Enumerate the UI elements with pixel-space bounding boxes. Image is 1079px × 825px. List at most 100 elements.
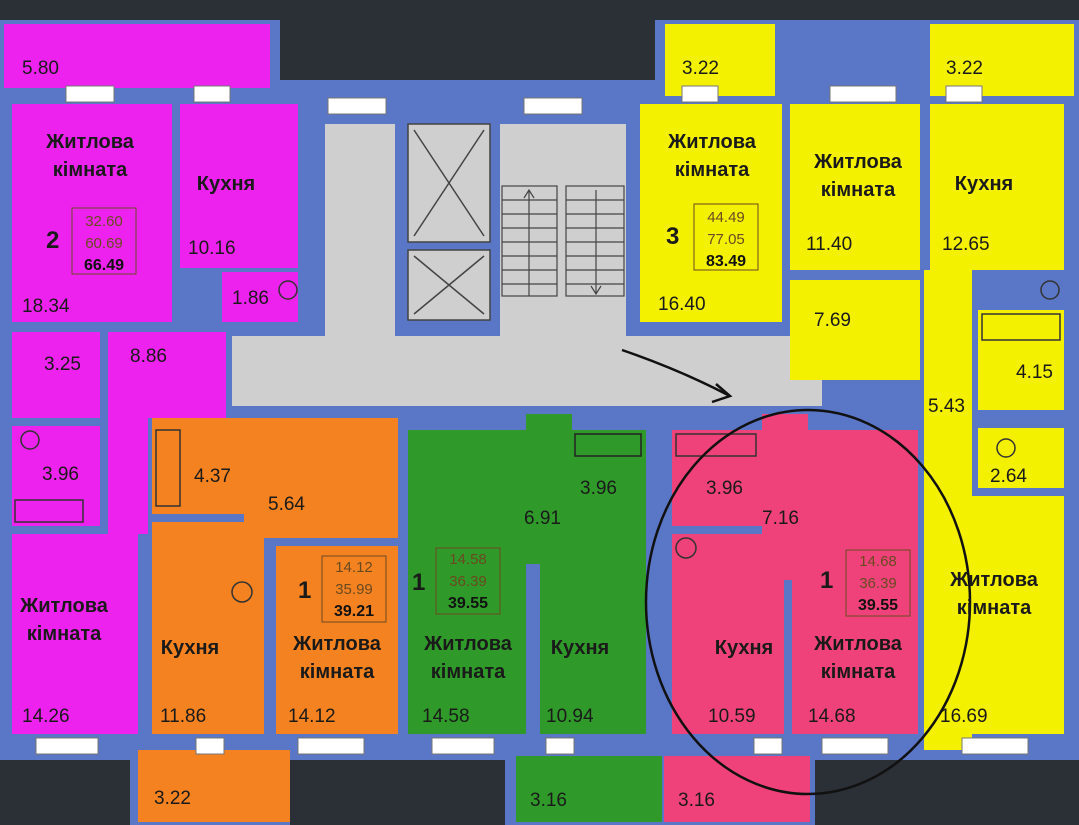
bath-area-1p: 3.96 (706, 478, 743, 499)
living-room-1g (408, 430, 526, 734)
full-area-1p: 39.55 (858, 597, 898, 614)
wc-area-3: 2.64 (990, 466, 1027, 487)
hall-area-2: 8.86 (130, 346, 167, 367)
living-area-box-1o: 14.12 (335, 559, 373, 576)
toilet-icon (20, 430, 40, 450)
kitchen-area-1g: 10.94 (546, 706, 594, 727)
balcony-area-3a: 3.22 (682, 58, 719, 79)
living-room-1p (792, 550, 918, 734)
full-area-1g: 39.55 (448, 595, 488, 612)
full-area-2: 66.49 (84, 257, 124, 274)
kitchen-1p (672, 534, 784, 734)
kitchen-name-1p: Кухня (715, 637, 773, 659)
balcony-3a (665, 24, 775, 96)
balcony-1o (138, 750, 290, 822)
bathtub-icon (981, 313, 1061, 341)
total-area-1g: 36.39 (449, 573, 487, 590)
balcony-area-1o: 3.22 (154, 788, 191, 809)
bathtub-icon (675, 433, 757, 457)
bath-area-3: 4.15 (1016, 362, 1053, 383)
bathtub-icon (14, 499, 84, 523)
bathtub-icon (155, 429, 181, 507)
total-area-3: 77.05 (707, 231, 745, 248)
living-area-box-1g: 14.58 (449, 551, 487, 568)
balcony-1g (516, 756, 662, 822)
living-area-box-1p: 14.68 (859, 553, 897, 570)
wc-2 (12, 426, 100, 526)
kitchen-1o (152, 522, 264, 734)
windows (35, 85, 1029, 755)
total-area-1o: 35.99 (335, 581, 373, 598)
living-area-3c: 16.69 (940, 706, 988, 727)
bathroom-3 (978, 310, 1064, 410)
bathtub-icon (574, 433, 642, 457)
kitchen-1g (540, 530, 646, 734)
total-area-1p: 36.39 (859, 575, 897, 592)
toilet-icon (996, 438, 1016, 458)
wc-area-2: 3.96 (42, 464, 79, 485)
sink-icon (278, 280, 298, 300)
kitchen-name-1g: Кухня (551, 637, 609, 659)
bathroom-1g (572, 430, 646, 530)
hall-area-3: 7.69 (814, 310, 851, 331)
living-area-3a: 16.40 (658, 294, 706, 315)
wc-3 (978, 428, 1064, 488)
staircase (501, 185, 625, 297)
apartment-1-orange[interactable] (138, 418, 398, 822)
apartment-2[interactable] (4, 24, 298, 734)
area-boxes (71, 203, 911, 623)
kitchen-area-1o: 11.86 (160, 706, 206, 727)
living-area-2: 32.60 (85, 213, 123, 230)
full-area-1o: 39.21 (334, 603, 374, 620)
kitchen-name-3: Кухня (955, 173, 1013, 195)
living-room-2b (12, 534, 138, 734)
balcony-area-2: 5.80 (22, 58, 59, 79)
rooms-count-1g: 1 (412, 569, 425, 596)
kitchen-name-1o: Кухня (161, 637, 219, 659)
bath-area-1g: 3.96 (580, 478, 617, 499)
living-area-1p: 14.68 (808, 706, 856, 727)
living-room-3b (790, 104, 920, 270)
hall-3 (790, 280, 920, 380)
sink-icon (231, 581, 253, 603)
hall-area-1g: 6.91 (524, 508, 561, 529)
sink-icon (1040, 280, 1060, 300)
apartment-1-pink[interactable] (664, 414, 918, 822)
total-area-2: 60.69 (85, 235, 123, 252)
kitchen-name-2: Кухня (197, 173, 255, 195)
living-area-3: 44.49 (707, 209, 745, 226)
living-area-2b: 14.26 (22, 706, 70, 727)
balcony-1p (664, 756, 810, 822)
rooms-count-1p: 1 (820, 567, 833, 594)
living-room-1o (276, 546, 398, 734)
kitchen-area-2: 10.16 (188, 238, 236, 259)
closet-2 (12, 332, 100, 418)
kitchen-2 (180, 104, 298, 268)
annotation-circle (644, 408, 972, 796)
common-corridor (232, 123, 822, 406)
bath-area-2: 1.86 (232, 288, 269, 309)
balcony-area-3b: 3.22 (946, 58, 983, 79)
kitchen-area-3: 12.65 (942, 234, 990, 255)
living-room-2a (12, 104, 172, 322)
apartment-1-green[interactable] (408, 414, 662, 822)
balcony-area-1p: 3.16 (678, 790, 715, 811)
rooms-count-2: 2 (46, 227, 59, 254)
balcony-2 (4, 24, 270, 88)
bath-area-1o: 4.37 (194, 466, 231, 487)
hall-2 (108, 332, 226, 418)
kitchen-3 (930, 104, 1064, 270)
balcony-3b (930, 24, 1074, 96)
hall-1o (262, 418, 398, 484)
sink-icon (675, 537, 697, 559)
balcony-area-1g: 3.16 (530, 790, 567, 811)
annotation-arrow (621, 348, 729, 397)
rooms-count-1o: 1 (298, 577, 311, 604)
